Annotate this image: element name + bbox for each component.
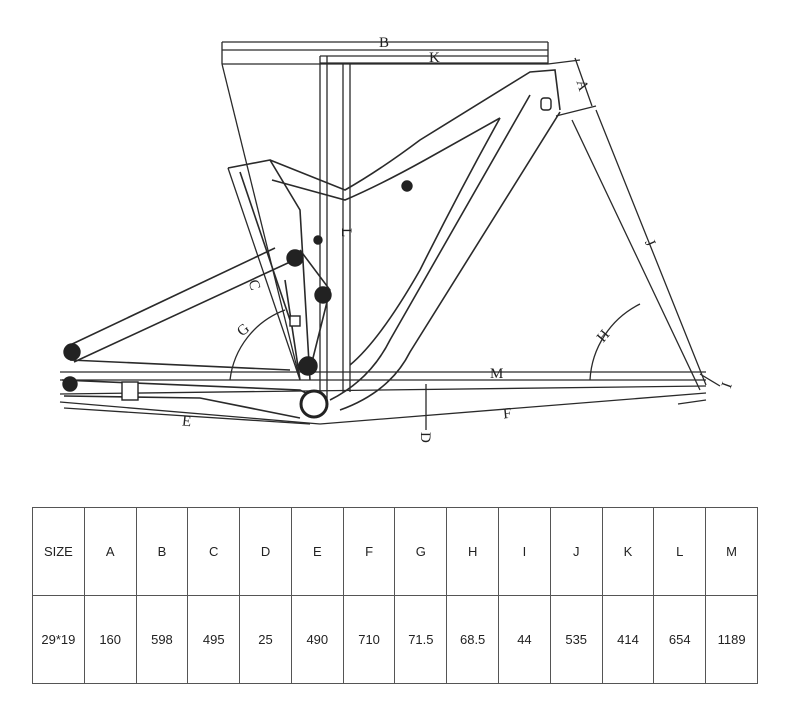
header-cell: A <box>83 507 137 596</box>
header-cell: J <box>549 507 603 596</box>
frame-geometry-diagram: B K A L J C G H M I F E D <box>59 35 736 443</box>
label-e: E <box>181 413 192 430</box>
label-a: A <box>573 78 592 93</box>
table-cell: 1189 <box>705 595 758 684</box>
table-cell: 71.5 <box>394 595 448 684</box>
header-cell: B <box>135 507 189 596</box>
header-cell: C <box>187 507 241 596</box>
header-cell: G <box>394 507 448 596</box>
header-cell: K <box>601 507 655 596</box>
bottom-bracket <box>299 389 329 419</box>
table-cell: 598 <box>135 595 189 684</box>
main-pivot <box>298 356 318 376</box>
table-cell: 495 <box>187 595 241 684</box>
label-b: B <box>379 35 389 51</box>
header-cell: M <box>705 507 758 596</box>
table-cell: 44 <box>498 595 551 684</box>
shock-mount-pivot <box>314 286 332 304</box>
header-cell: H <box>446 507 500 596</box>
header-cell: E <box>290 507 344 596</box>
top-link-bolt <box>313 235 323 245</box>
geometry-table: SIZE A B C D E F G H I J K L M 29*19 160… <box>32 507 758 684</box>
table-cell: 490 <box>290 595 344 684</box>
dimension-labels: B K A L J C G H M I F E D <box>181 35 736 443</box>
label-g: G <box>234 321 253 340</box>
upper-link-pivot <box>286 249 304 267</box>
table-cell: 68.5 <box>446 595 500 684</box>
label-c: C <box>245 278 263 292</box>
bike-frame-outline <box>61 69 561 419</box>
header-cell: F <box>342 507 396 596</box>
label-m: M <box>490 366 503 382</box>
table-cell: 414 <box>601 595 655 684</box>
table-header-row: SIZE A B C D E F G H I J K L M <box>32 507 758 596</box>
label-l: L <box>338 228 354 237</box>
table-cell: 654 <box>653 595 707 684</box>
label-j: J <box>641 237 658 249</box>
table-cell: 160 <box>83 595 137 684</box>
label-k: K <box>429 50 440 66</box>
label-i: I <box>719 380 736 390</box>
header-cell: L <box>653 507 707 596</box>
bottle-mount <box>401 180 413 192</box>
pivot-points <box>62 97 552 419</box>
table-cell: 29*19 <box>32 595 85 684</box>
label-f: F <box>502 406 512 423</box>
brake-mount <box>121 381 139 401</box>
table-cell: 535 <box>549 595 603 684</box>
table-cell: 710 <box>342 595 396 684</box>
table-row: 29*19 160 598 495 25 490 710 71.5 68.5 4… <box>32 595 758 684</box>
dimension-lines <box>59 41 721 430</box>
rear-axle-pivot <box>62 376 78 392</box>
table-cell: 25 <box>239 595 292 684</box>
cable-port <box>289 315 301 327</box>
label-h: H <box>594 327 613 346</box>
rear-dropout-pivot <box>63 343 81 361</box>
label-d: D <box>417 432 433 443</box>
header-cell: SIZE <box>32 507 85 596</box>
header-cell: D <box>239 507 292 596</box>
header-cell: I <box>498 507 551 596</box>
head-tube-port <box>540 97 552 111</box>
